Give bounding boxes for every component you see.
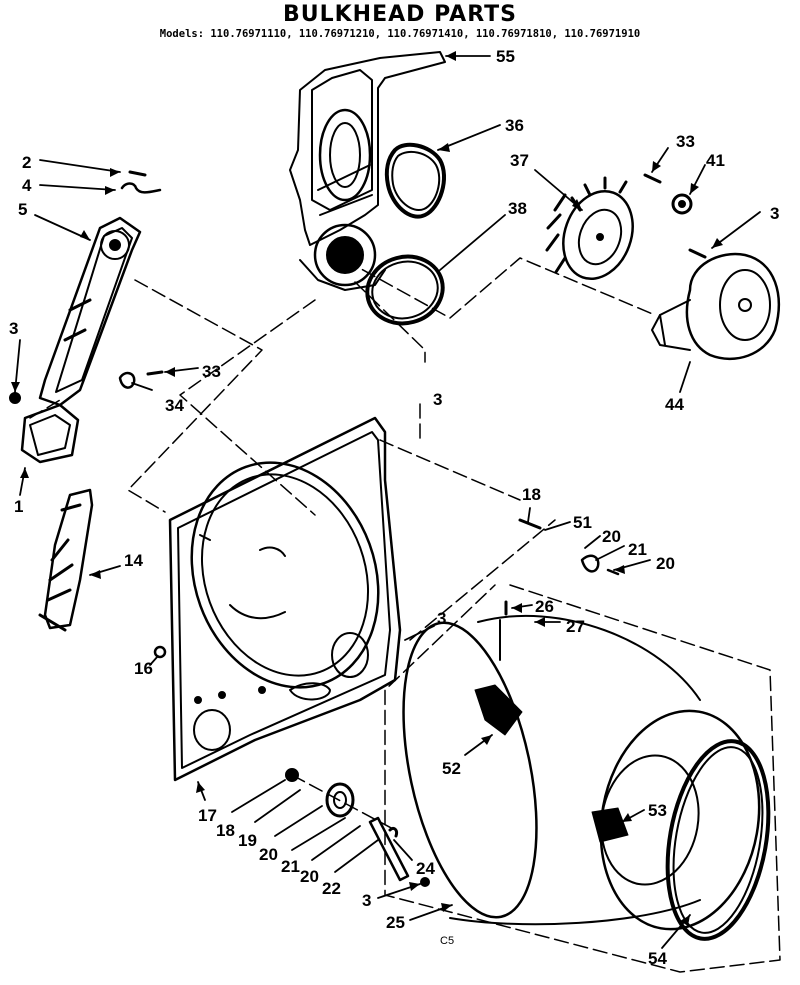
callout-37: 37 — [510, 151, 529, 170]
fasteners-top-right — [643, 173, 707, 259]
blower-wheel-37 — [545, 176, 634, 281]
callout-36: 36 — [505, 116, 524, 135]
rear-bulkhead-part — [289, 51, 446, 291]
callout-44: 44 — [665, 395, 684, 414]
callout-20: 20 — [300, 867, 319, 886]
callout-34: 34 — [165, 396, 184, 415]
callout-3: 3 — [770, 204, 779, 223]
arrowheads — [11, 51, 723, 926]
seal-ring-36 — [384, 142, 446, 219]
callout-3: 3 — [437, 609, 446, 628]
small-parts-2-4 — [120, 170, 162, 194]
callout-labels: 55 36 33 41 37 38 3 44 2 4 5 3 33 34 1 3… — [9, 47, 779, 968]
callout-22: 22 — [322, 879, 341, 898]
callout-53: 53 — [648, 801, 667, 820]
callout-5: 5 — [18, 200, 27, 219]
callout-33: 33 — [676, 132, 695, 151]
callout-38: 38 — [508, 199, 527, 218]
callout-51: 51 — [573, 513, 592, 532]
callout-3: 3 — [433, 390, 442, 409]
blower-housing-44 — [651, 252, 780, 360]
callout-3: 3 — [9, 319, 18, 338]
callout-27: 27 — [566, 617, 585, 636]
front-seal-54 — [665, 739, 771, 941]
callout-14: 14 — [124, 551, 143, 570]
callout-2: 2 — [22, 153, 31, 172]
callout-4: 4 — [22, 176, 32, 195]
callout-21: 21 — [628, 540, 647, 559]
wire-harness-14 — [38, 488, 94, 632]
callout-33: 33 — [202, 362, 221, 381]
seal-ring-38 — [365, 254, 445, 326]
callout-3: 3 — [362, 891, 371, 910]
small-parts-33-34 — [118, 370, 164, 389]
models-line: Models: 110.76971110, 110.76971210, 110.… — [159, 28, 641, 40]
assembly-lines — [29, 257, 781, 973]
front-bulkhead-17 — [153, 416, 402, 782]
page-title: BULKHEAD PARTS — [282, 2, 518, 27]
roller-parts — [285, 518, 620, 887]
motor-mount-1 — [9, 392, 80, 464]
callout-20: 20 — [656, 554, 675, 573]
drum-27 — [402, 614, 761, 931]
callout-24: 24 — [416, 859, 435, 878]
callout-18: 18 — [522, 485, 541, 504]
idler-bracket-5 — [38, 216, 142, 407]
callout-16: 16 — [134, 659, 153, 678]
callout-55: 55 — [496, 47, 515, 66]
footer-code: C5 — [440, 935, 454, 947]
callout-21: 21 — [281, 857, 300, 876]
callout-18: 18 — [216, 821, 235, 840]
callout-17: 17 — [198, 806, 217, 825]
callout-20: 20 — [602, 527, 621, 546]
callout-25: 25 — [386, 913, 405, 932]
callout-52: 52 — [442, 759, 461, 778]
callout-1: 1 — [14, 497, 23, 516]
callout-26: 26 — [535, 597, 554, 616]
callout-54: 54 — [648, 949, 667, 968]
callout-19: 19 — [238, 831, 257, 850]
callout-41: 41 — [706, 151, 725, 170]
callout-20: 20 — [259, 845, 278, 864]
